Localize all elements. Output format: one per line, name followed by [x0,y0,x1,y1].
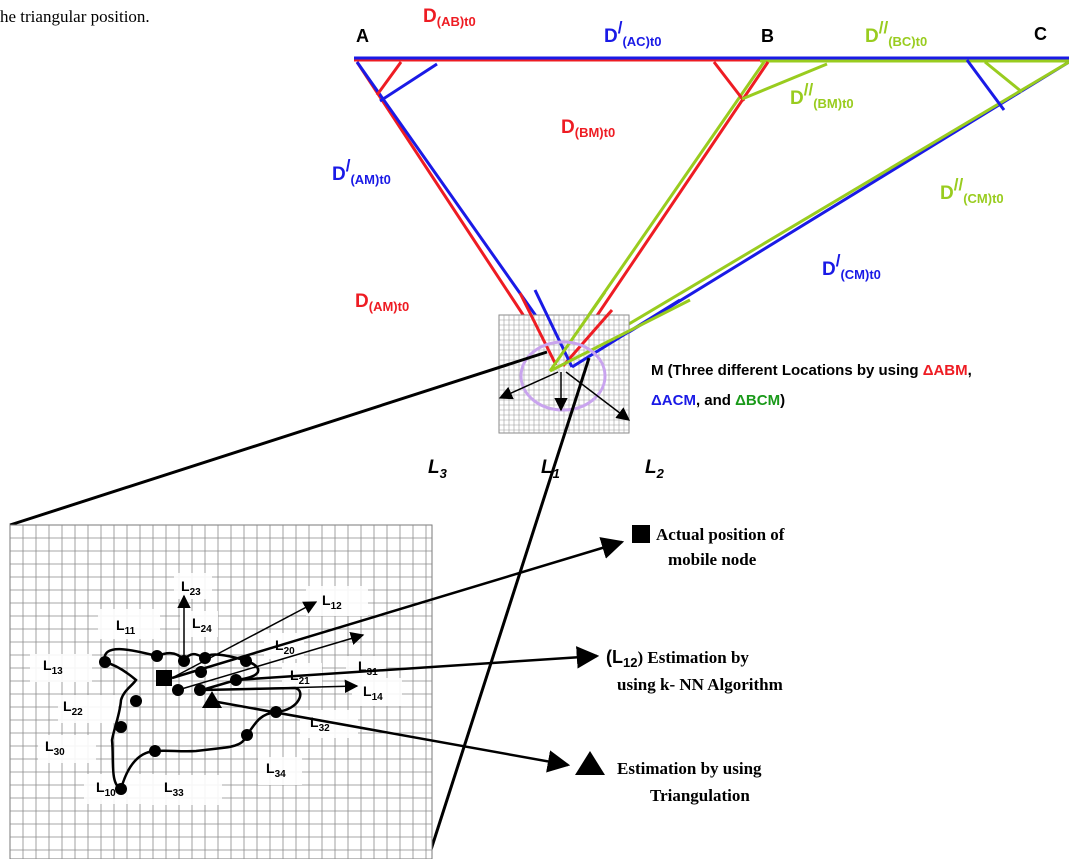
arrow-l12 [171,601,318,679]
legend-square-icon [632,525,650,543]
grid-labels: L23 L11 L24 L12 L20 L31 L13 L21 L14 L22 … [43,578,383,799]
grid-label-l10: L10 [96,779,116,799]
arrow-to-triangulation-legend [211,699,571,773]
line-cm-green [549,60,1069,373]
legend-actual-line2: mobile node [668,550,757,569]
grid-label-l23: L23 [181,578,201,598]
angle-tick-c-green [984,60,1023,94]
zoom-line-left [9,350,548,527]
zoomed-grid [9,524,433,859]
anchor-b-label: B [761,26,774,46]
distance-label-am-red: D(AM)t0 [355,291,409,314]
legend-knn-line2: using k- NN Algorithm [617,675,783,694]
grid-label-l20: L20 [275,637,295,657]
arrow-to-knn-legend [235,646,600,682]
distance-label-bc: D//(BC)t0 [865,18,927,49]
legend-triangle-icon [575,751,605,775]
anchor-c-label: C [1034,24,1047,44]
legend-triangulation-line1: Estimation by using [617,759,762,778]
distance-label-ab: D(AB)t0 [423,6,476,29]
legend-actual-line1: Actual position of [656,525,785,544]
arrow-l3 [498,371,559,400]
m-label-line1: M (Three different Locations by using ΔA… [651,362,972,379]
triangle-lines [354,56,1069,373]
distance-label-bm-green: D//(BM)t0 [790,80,854,111]
angle-tick-b-green [741,62,828,101]
m-label-line2: ΔACM, and ΔBCM) [651,392,785,409]
angle-tick-b-red [712,61,746,102]
location-label-l2: L2 [645,457,665,481]
grid-label-l13: L13 [43,657,63,677]
grid-label-l12: L12 [322,592,342,612]
grid-label-l34: L34 [266,760,286,780]
angle-tick-a-red [375,61,403,96]
arrow-l31 [177,631,365,691]
grid-label-l24: L24 [192,615,212,635]
grid-label-l33: L33 [164,779,184,799]
grid-label-l11: L11 [116,617,136,637]
convergence-lines [518,289,691,373]
grid-label-l22: L22 [63,698,83,718]
anchor-a-label: A [356,26,369,46]
distance-label-bm-red: D(BM)t0 [561,117,615,140]
small-grid [498,314,630,434]
distance-label-ac: D/(AC)t0 [604,18,661,49]
legend-knn-line1: (L12) Estimation by [606,647,749,670]
triangulation-triangle-marker [202,691,222,708]
location-label-l3: L3 [428,457,448,481]
legend-triangulation-line2: Triangulation [650,786,750,805]
grid-label-l21: L21 [290,667,310,687]
distance-label-am-blue: D/(AM)t0 [332,156,391,187]
arrow-l2 [565,371,631,421]
arrow-to-actual-legend [171,537,625,680]
distance-label-cm-green: D//(CM)t0 [940,175,1004,206]
grid-label-l14: L14 [363,683,383,703]
actual-position-square-marker [156,670,172,686]
grid-label-l31: L31 [358,658,378,678]
angle-tick-c-blue [965,59,1006,111]
grid-label-l32: L32 [310,714,330,734]
grid-label-l30: L30 [45,738,65,758]
distance-label-cm-blue: D/(CM)t0 [822,251,881,282]
zoom-line-right [426,357,591,859]
location-label-l1: L1 [541,457,560,481]
angle-tick-a-blue [379,62,438,103]
arrow-l14 [199,679,359,694]
caption-fragment: he triangular position. [0,7,150,26]
